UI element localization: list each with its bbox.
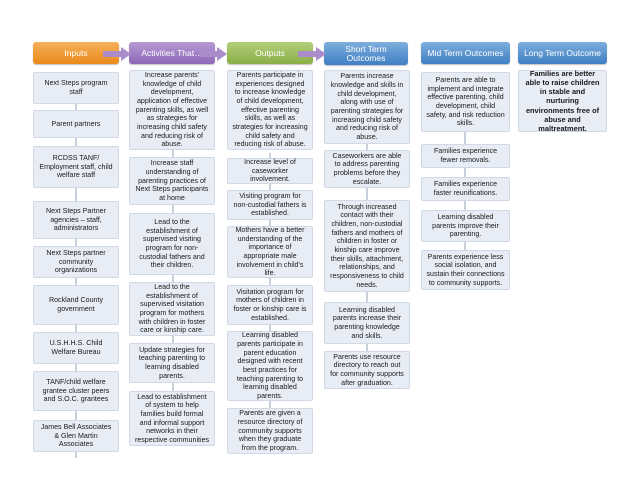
input-box: Next Steps partner community organizatio… [33, 246, 119, 278]
arrow-right-icon [199, 47, 227, 61]
input-box: Next Steps program staff [33, 72, 119, 104]
mid-term-box: Parents experience less social isolation… [421, 250, 510, 290]
output-box: Mothers have a better understanding of t… [227, 226, 313, 278]
short-term-box: Through increased contact with their chi… [324, 200, 410, 292]
activity-box: Increase parents' knowledge of child dev… [129, 70, 215, 150]
output-box: Increase level of caseworker involvement… [227, 158, 313, 184]
short-term-box: Parents increase knowledge and skills in… [324, 70, 410, 144]
input-box: Rockland County government [33, 285, 119, 325]
input-box: Parent partners [33, 110, 119, 138]
input-box: TANF/child welfare grantee cluster peers… [33, 371, 119, 411]
output-box: Parents are given a resource directory o… [227, 408, 313, 454]
input-box: U.S.H.H.S. Child Welfare Bureau [33, 332, 119, 364]
header-long-term: Long Term Outcome [518, 42, 607, 64]
mid-term-box: Families experience fewer removals. [421, 144, 510, 168]
mid-term-box: Parents are able to implement and integr… [421, 72, 510, 132]
header-activities: Activities That… [129, 42, 215, 64]
activity-box: Lead to the establishment of supervised … [129, 213, 215, 275]
output-box: Parents participate in experiences desig… [227, 70, 313, 150]
header-inputs: Inputs [33, 42, 119, 64]
mid-term-box: Families experience faster reunification… [421, 177, 510, 201]
output-box: Visiting program for non-custodial fathe… [227, 190, 313, 220]
long-term-box: Families are better able to raise childr… [518, 69, 607, 133]
arrow-right-icon [298, 47, 326, 61]
activity-box: Lead to establishment of system to help … [129, 391, 215, 446]
activity-box: Lead to the establishment of supervised … [129, 282, 215, 336]
header-outputs: Outputs [227, 42, 313, 64]
activity-box: Update strategies for teaching parenting… [129, 343, 215, 383]
column-connector [269, 153, 271, 408]
output-box: Learning disabled parents participate in… [227, 331, 313, 401]
arrow-right-icon [103, 47, 131, 61]
activity-box: Increase staff understanding of parentin… [129, 157, 215, 205]
input-box: RCDSS TANF/ Employment staff, child welf… [33, 146, 119, 188]
column-connector [75, 98, 77, 458]
header-short-term: Short Term Outcomes [324, 42, 408, 65]
input-box: James Bell Associates & Glen Martin Asso… [33, 420, 119, 452]
short-term-box: Learning disabled parents increase their… [324, 302, 410, 344]
header-mid-term: Mid Term Outcomes [421, 42, 510, 64]
mid-term-box: Learning disabled parents improve their … [421, 210, 510, 242]
input-box: Next Steps Partner agencies – staff, adm… [33, 201, 119, 239]
short-term-box: Parents use resource directory to reach … [324, 351, 410, 389]
short-term-box: Caseworkers are able to address parentin… [324, 150, 410, 188]
output-box: Visitation program for mothers of childr… [227, 285, 313, 325]
